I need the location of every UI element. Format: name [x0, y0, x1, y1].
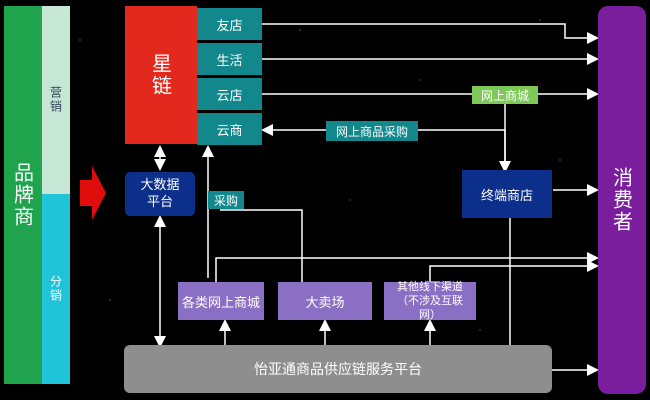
channel-youdian-label: 友店 — [216, 18, 243, 34]
distribution-column: 分销 — [42, 194, 70, 384]
arrow-sources-to-consumer — [215, 252, 599, 282]
channel-yundian-label: 云店 — [216, 88, 243, 104]
source-offline-channels: 其他线下渠道（不涉及互联网） — [384, 280, 476, 321]
channel-yunshang: 云商 — [197, 113, 262, 145]
brand-label: 品牌商 — [10, 162, 35, 228]
source-online-malls: 各类网上商城 — [178, 282, 264, 320]
channel-youdian: 友店 — [197, 8, 262, 40]
source-online-malls-label: 各类网上商城 — [181, 295, 260, 311]
online-mall-tag: 网上商城 — [472, 86, 538, 104]
star-chain-label: 星链 — [148, 53, 173, 97]
distribution-label: 分销 — [48, 275, 63, 303]
arrow-offline-to-consumer — [429, 260, 599, 282]
online-purchase-tag-label: 网上商品采购 — [335, 124, 408, 139]
arrow-dmc-purchase — [220, 209, 303, 282]
source-hypermarket: 大卖场 — [278, 282, 372, 320]
purchase-tag-label: 采购 — [213, 193, 238, 208]
channel-shenghuo-label: 生活 — [216, 53, 243, 69]
channel-yundian: 云店 — [197, 78, 262, 110]
channel-yunshang-label: 云商 — [216, 123, 243, 139]
platform-bar: 怡亚通商品供应链服务平台 — [124, 345, 552, 393]
consumer-column: 消费者 — [598, 6, 646, 394]
big-data-label: 大数据平台 — [140, 178, 180, 210]
brand-column: 品牌商 — [4, 6, 42, 384]
terminal-store-box: 终端商店 — [462, 170, 552, 218]
platform-label: 怡亚通商品供应链服务平台 — [254, 362, 422, 378]
channel-shenghuo: 生活 — [197, 43, 262, 75]
marketing-label: 营销 — [48, 86, 63, 114]
arrow-youdian-to-consumer — [262, 23, 599, 44]
marketing-column: 营销 — [42, 6, 70, 194]
purchase-tag: 采购 — [208, 191, 244, 209]
red-arrow-icon — [80, 166, 106, 220]
online-purchase-tag: 网上商品采购 — [326, 121, 418, 141]
big-data-box: 大数据平台 — [125, 172, 195, 216]
terminal-store-label: 终端商店 — [480, 188, 533, 204]
source-offline-channels-label: 其他线下渠道（不涉及互联网） — [397, 280, 463, 321]
source-hypermarket-label: 大卖场 — [305, 295, 345, 311]
star-chain-box: 星链 — [125, 6, 197, 144]
consumer-label: 消费者 — [609, 167, 634, 233]
online-mall-tag-label: 网上商城 — [480, 88, 529, 103]
